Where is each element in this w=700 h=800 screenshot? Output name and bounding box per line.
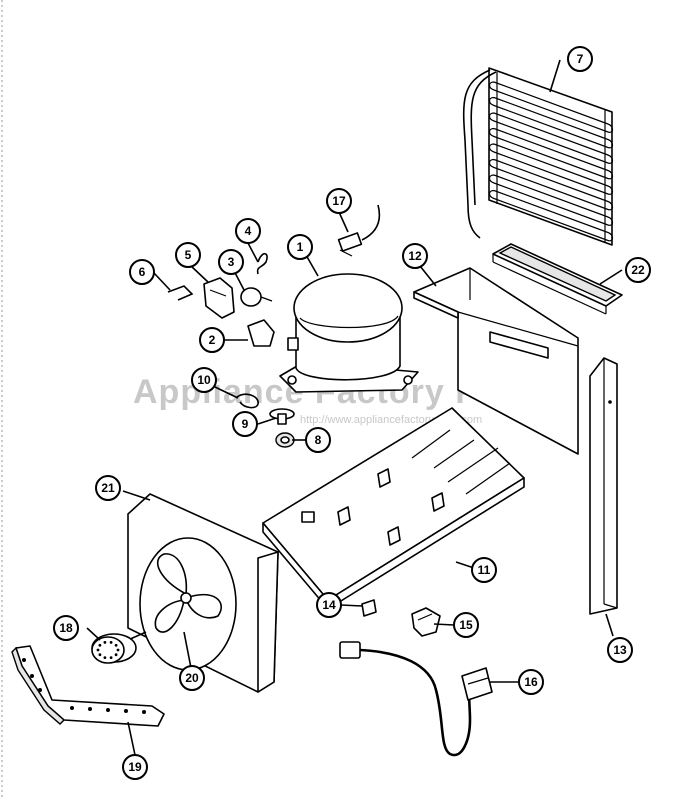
callout-circle	[471, 557, 497, 583]
leader-lines	[86, 59, 623, 756]
callout-circle	[199, 327, 225, 353]
part-cover	[203, 277, 235, 319]
callout-motor-bracket: 19	[122, 754, 148, 780]
callout-relay: 3	[218, 249, 244, 275]
callout-fan-motor: 18	[53, 615, 79, 641]
callout-capacitor: 17	[326, 188, 352, 214]
callout-circle	[607, 637, 633, 663]
callout-clip-spring: 6	[129, 259, 155, 285]
part-bracket	[413, 267, 579, 455]
callout-number: 7	[577, 52, 584, 66]
callout-number: 3	[228, 255, 235, 269]
callout-circle	[122, 754, 148, 780]
callout-cover: 5	[175, 242, 201, 268]
callout-side-rail: 13	[607, 637, 633, 663]
part-relay	[240, 287, 273, 307]
callout-circle	[175, 242, 201, 268]
callout-number: 6	[139, 265, 146, 279]
callout-fan-shroud: 21	[95, 475, 121, 501]
callout-number: 1	[297, 240, 304, 254]
callout-clip-retainer: 10	[191, 367, 217, 393]
part-fan-blade	[154, 553, 223, 633]
callout-compressor: 1	[287, 234, 313, 260]
callout-number: 10	[197, 373, 211, 387]
callout-circle	[326, 188, 352, 214]
callout-circle	[402, 243, 428, 269]
callout-number: 22	[631, 263, 645, 277]
callout-number: 13	[613, 643, 627, 657]
callout-clip: 4	[235, 218, 261, 244]
part-drain-trough	[492, 243, 623, 315]
callout-number: 9	[242, 417, 249, 431]
part-clip-spring	[167, 285, 194, 301]
callout-number: 18	[59, 621, 73, 635]
callout-number: 21	[101, 481, 115, 495]
callout-circle	[305, 427, 331, 453]
callout-number: 11	[478, 563, 491, 577]
callout-bumper: 14	[316, 592, 342, 618]
callout-bracket: 12	[402, 243, 428, 269]
callout-circle	[53, 615, 79, 641]
callout-circle	[287, 234, 313, 260]
part-grommet	[275, 432, 295, 448]
callout-circle	[232, 411, 258, 437]
callout-base-pan: 11	[471, 557, 497, 583]
callout-number: 15	[459, 618, 473, 632]
callout-grommet: 8	[305, 427, 331, 453]
callout-circle	[453, 612, 479, 638]
callout-overload: 2	[199, 327, 225, 353]
callout-condenser: 7	[567, 46, 593, 72]
callout-power-cord: 16	[518, 669, 544, 695]
callout-number: 4	[245, 224, 252, 238]
part-bumper	[361, 599, 377, 617]
callout-number: 17	[332, 194, 346, 208]
callout-number: 8	[315, 433, 322, 447]
part-condenser	[462, 67, 614, 246]
callout-number: 20	[185, 671, 199, 685]
callout-number: 2	[209, 333, 216, 347]
callout-circle	[518, 669, 544, 695]
part-side-rail	[589, 357, 618, 615]
callout-circle	[218, 249, 244, 275]
callout-number: 5	[185, 248, 192, 262]
part-mounting-stud	[269, 408, 295, 425]
part-clamp	[411, 607, 441, 637]
callout-number: 19	[128, 760, 142, 774]
callout-fan-blade: 20	[179, 665, 205, 691]
callout-circle	[95, 475, 121, 501]
callout-number: 16	[524, 675, 538, 689]
callout-drain-trough: 22	[625, 257, 651, 283]
callout-circle	[235, 218, 261, 244]
callout-circle	[625, 257, 651, 283]
part-clip	[256, 252, 268, 275]
callout-clamp: 15	[453, 612, 479, 638]
callout-number: 12	[408, 249, 422, 263]
part-capacitor	[337, 204, 381, 257]
part-overload	[247, 319, 275, 347]
callout-circle	[567, 46, 593, 72]
part-clip-retainer	[235, 393, 259, 409]
callout-circle	[316, 592, 342, 618]
part-fan-motor	[91, 631, 147, 664]
part-compressor	[279, 273, 419, 393]
part-fan-shroud	[127, 493, 279, 693]
callout-number: 14	[322, 598, 336, 612]
callout-mounting-stud: 9	[232, 411, 258, 437]
part-base-pan	[262, 407, 525, 610]
part-power-cord	[339, 641, 493, 757]
part-motor-bracket	[11, 645, 165, 727]
callout-circle	[179, 665, 205, 691]
callout-circle	[191, 367, 217, 393]
callout-circle	[129, 259, 155, 285]
